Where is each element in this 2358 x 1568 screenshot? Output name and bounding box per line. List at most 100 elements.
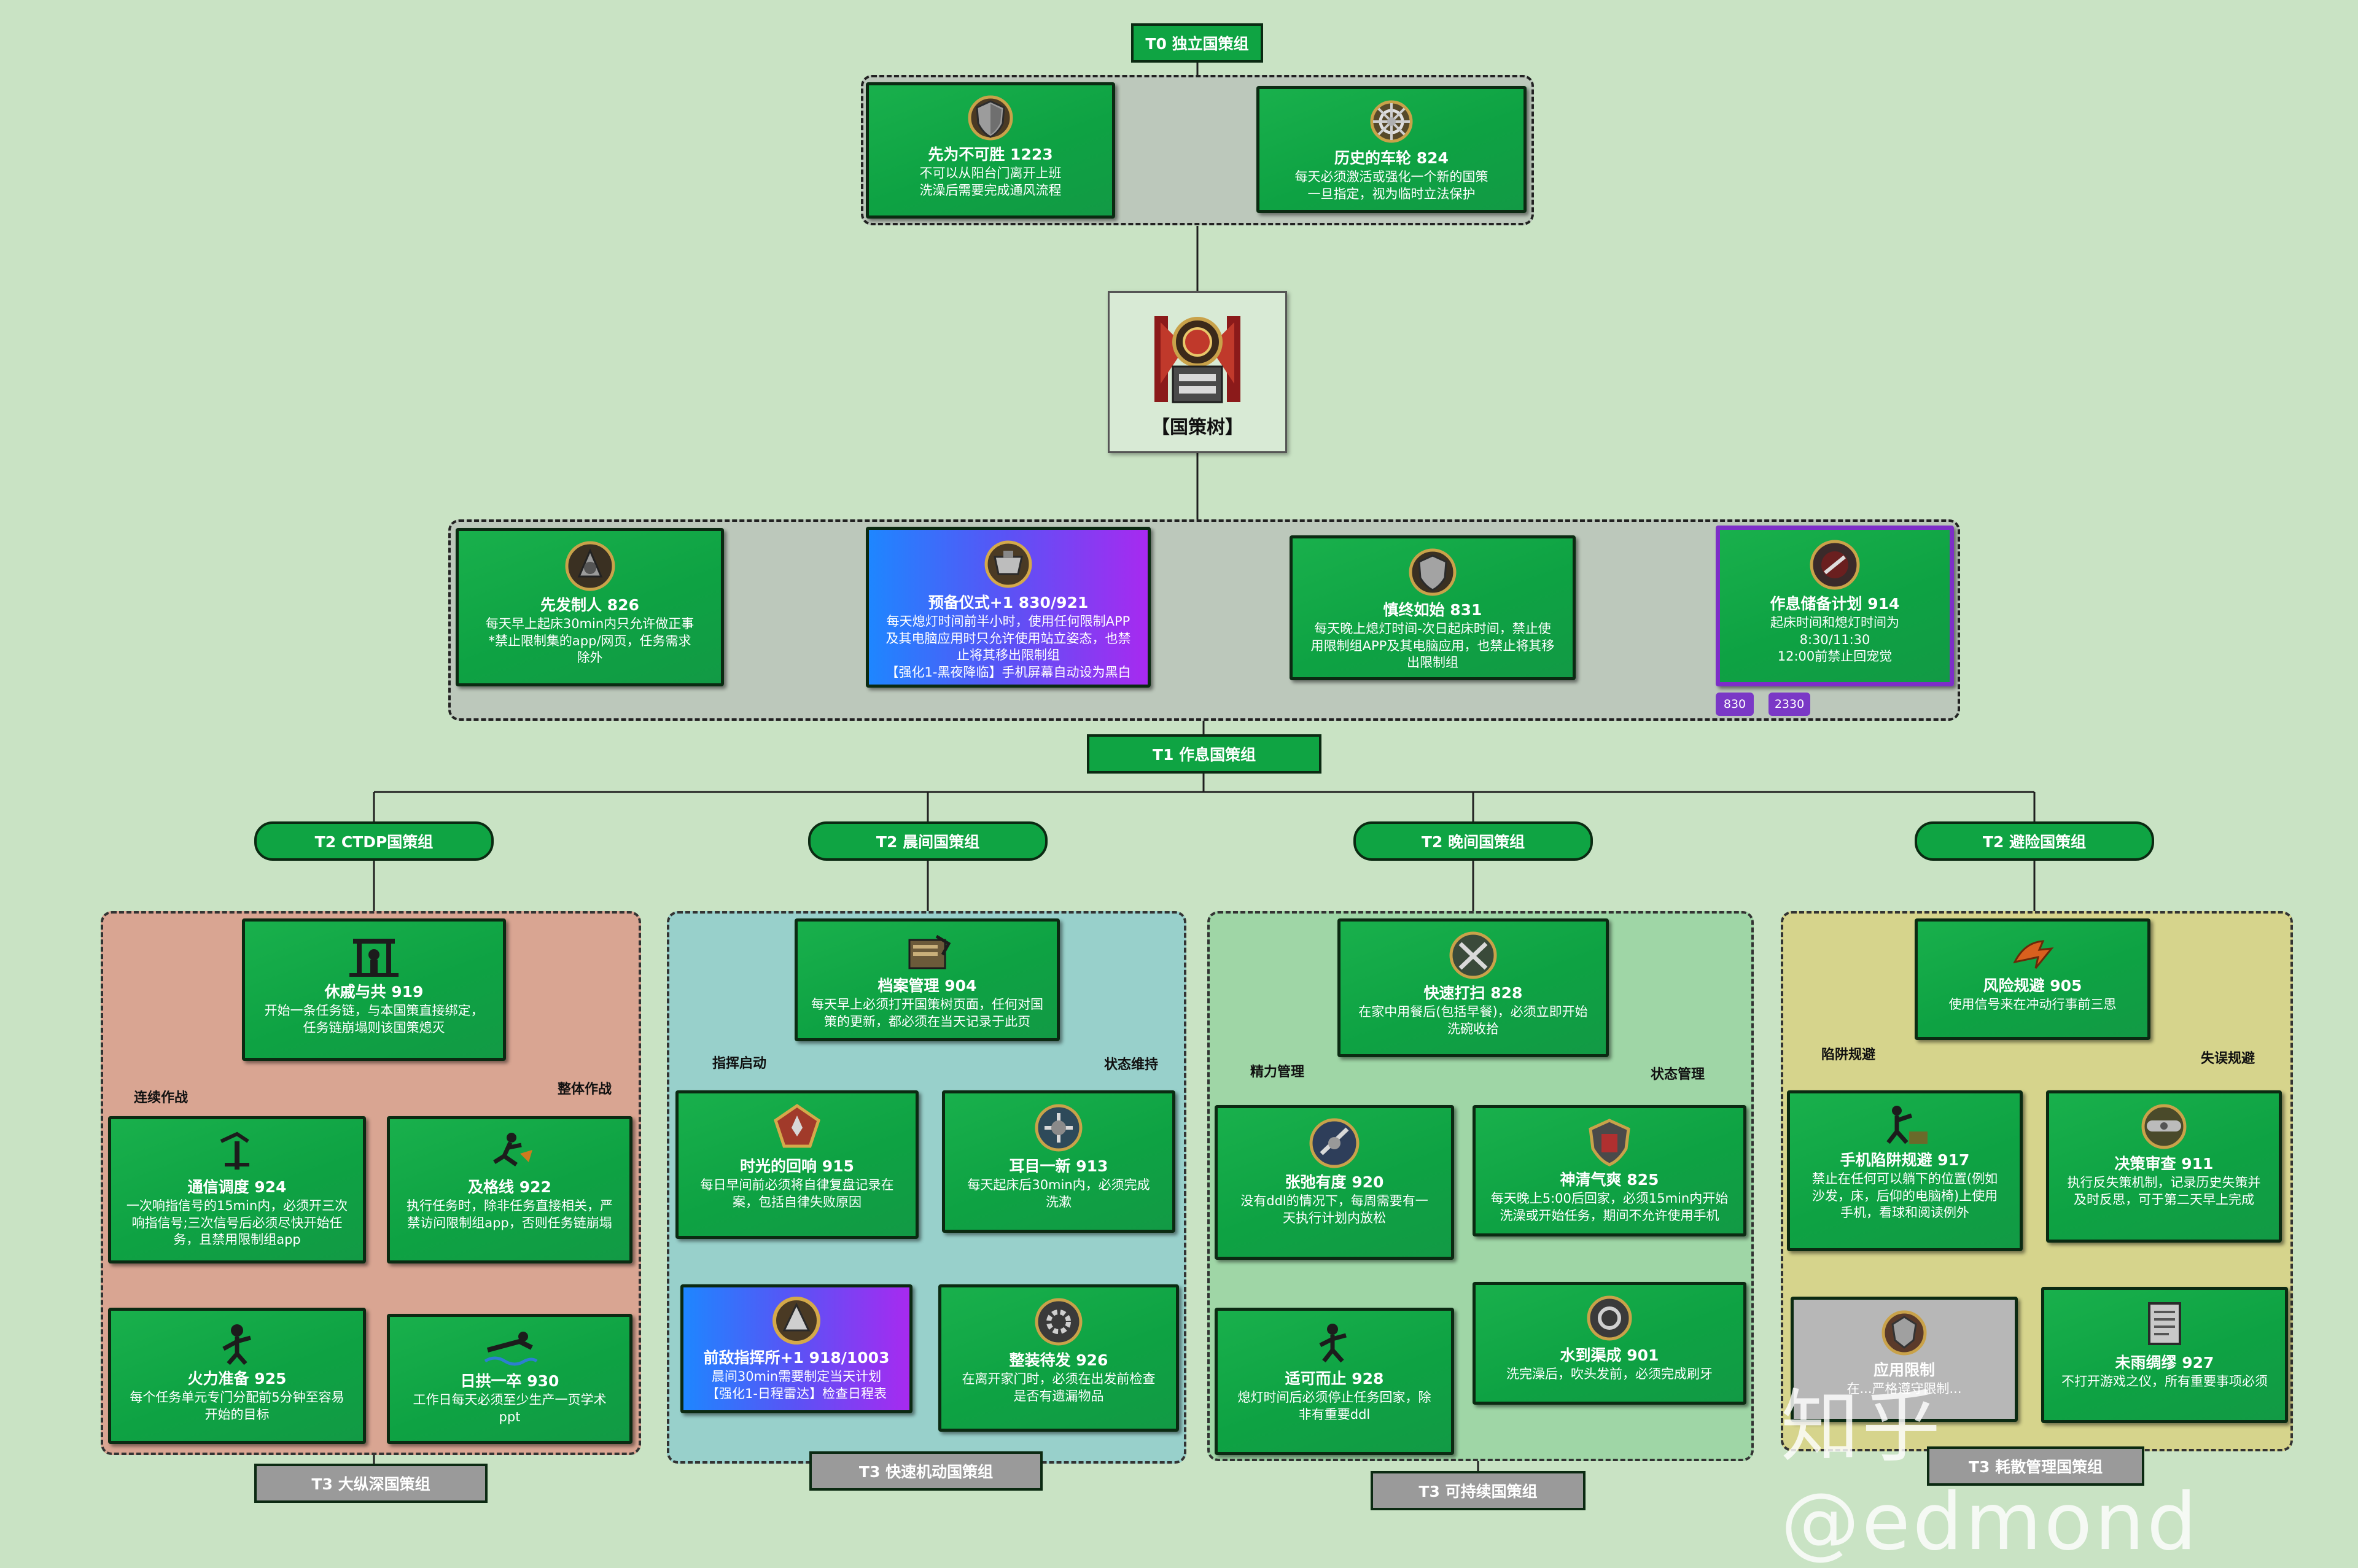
swimmer-icon bbox=[390, 1325, 629, 1368]
focus-title: 先发制人 826 bbox=[540, 596, 639, 614]
focus-morning-2[interactable]: 耳目一新 913 每天起床后30min内，必须完成 洗漱 bbox=[942, 1090, 1175, 1233]
focus-desc: 晨间30min需要制定当天计划 【强化1-日程雷达】检查日程表 bbox=[706, 1369, 887, 1401]
focus-t1-0[interactable]: 先发制人 826 每天早上起床30min内只允许做正事 *禁止限制集的app/网… bbox=[456, 528, 724, 686]
focus-risk-2[interactable]: 决策审查 911 执行反失策机制，记录历史失策并 及时反思，可于第二天早上完成 bbox=[2046, 1090, 2282, 1243]
t1-group-label[interactable]: T1 作息国策组 bbox=[1087, 734, 1321, 774]
focus-t0-0[interactable]: 先为不可胜 1223 不可以从阳台门离开上班 洗澡后需要完成通风流程 bbox=[866, 82, 1115, 219]
fresh-icon bbox=[1476, 1117, 1743, 1167]
focus-desc: 每天早上起床30min内只允许做正事 *禁止限制集的app/网页，任务需求 除外 bbox=[485, 616, 695, 666]
gallows-icon bbox=[245, 930, 503, 979]
t3-label-ctdp[interactable]: T3 大纵深国策组 bbox=[254, 1464, 488, 1503]
focus-evening-2[interactable]: 神清气爽 825 每天晚上5:00后回家，必须15min内开始 洗澡或开始任务，… bbox=[1473, 1105, 1746, 1236]
focus-title: 档案管理 904 bbox=[877, 977, 977, 995]
icon-svg bbox=[968, 95, 1013, 141]
focus-title: 预备仪式+1 830/921 bbox=[928, 594, 1089, 611]
focus-evening-top[interactable]: 快速打扫 828 在家中用餐后(包括早餐)，必须立即开始 洗碗收拾 bbox=[1337, 918, 1609, 1057]
focus-desc: 执行任务时，除非任务直接相关，严 禁访问限制组app，否则任务链崩塌 bbox=[407, 1198, 613, 1230]
icon-svg bbox=[222, 1324, 251, 1365]
focus-risk-top[interactable]: 风险规避 905 使用信号来在冲动行事前三思 bbox=[1915, 918, 2150, 1040]
risk-icon bbox=[1918, 930, 2147, 973]
focus-tree-root: 【国策树】 bbox=[1108, 291, 1287, 453]
t3-label-risk[interactable]: T3 耗散管理国策组 bbox=[1927, 1446, 2144, 1486]
focus-desc: 在...严格遵守限制... bbox=[1846, 1381, 1962, 1396]
soldier-icon bbox=[111, 1319, 363, 1366]
water-icon bbox=[1476, 1294, 1743, 1343]
focus-ctdp-4[interactable]: 日拱一卒 930 工作日每天必须至少生产一页学术 ppt bbox=[387, 1314, 632, 1444]
icon-svg bbox=[565, 541, 615, 591]
emblem-icon bbox=[1110, 310, 1285, 408]
focus-morning-4[interactable]: 整装待发 926 在离开家门时，必须在出发前检查 是否有遗漏物品 bbox=[938, 1284, 1179, 1432]
shield-icon bbox=[1293, 547, 1573, 597]
focus-desc: 一次响指信号的15min内，必须开三次 响指信号;三次信号后必须尽快开始任 务，… bbox=[126, 1198, 348, 1248]
tag-2330: 2330 bbox=[1768, 693, 1810, 716]
document-icon bbox=[2044, 1298, 2285, 1350]
focus-title: 休戚与共 919 bbox=[324, 983, 424, 1001]
focus-title: 通信调度 924 bbox=[187, 1178, 287, 1196]
focus-desc: 每个任务单元专门分配前5分钟至容易 开始的目标 bbox=[130, 1390, 344, 1422]
branch-label: 陷阱规避 bbox=[1821, 1047, 1876, 1063]
t3-label-evening[interactable]: T3 可持续国策组 bbox=[1371, 1471, 1586, 1510]
focus-tree-canvas: T0 独立国策组 先为不可胜 1223 不可以从阳台门离开上班 洗澡后需要完成通… bbox=[101, 23, 2293, 1568]
branch-label: 指挥启动 bbox=[712, 1056, 767, 1071]
focus-ctdp-2[interactable]: 及格线 922 执行任务时，除非任务直接相关，严 禁访问限制组app，否则任务链… bbox=[387, 1116, 632, 1263]
focus-title: 应用限制 bbox=[1873, 1361, 1935, 1379]
focus-ctdp-top[interactable]: 休戚与共 919 开始一条任务链，与本国策直接绑定， 任务链崩塌则该国策熄灭 bbox=[242, 918, 506, 1061]
icon-svg bbox=[1886, 1106, 1928, 1144]
branch-label: 整体作战 bbox=[558, 1082, 612, 1097]
icon-svg bbox=[1309, 1118, 1360, 1168]
focus-t1-1[interactable]: 预备仪式+1 830/921 每天熄灯时间前半小时，使用任何限制APP 及其电脑… bbox=[866, 527, 1151, 688]
icon-svg bbox=[1881, 1310, 1927, 1356]
t3-label-morning[interactable]: T3 快速机动国策组 bbox=[809, 1451, 1043, 1491]
focus-morning-1[interactable]: 时光的回响 915 每日早间前必须将自律复盘记录在 案，包括自律失败原因 bbox=[675, 1090, 919, 1239]
focus-ctdp-1[interactable]: 通信调度 924 一次响指信号的15min内，必须开三次 响指信号;三次信号后必… bbox=[108, 1116, 366, 1263]
icon-svg bbox=[772, 1297, 820, 1345]
focus-t1-2[interactable]: 慎终如始 831 每天晚上熄灯时间-次日起床时间，禁止使 用限制组APP及其电脑… bbox=[1290, 535, 1576, 680]
focus-risk-3[interactable]: 应用限制 在...严格遵守限制... bbox=[1791, 1297, 2018, 1422]
focus-desc: 每天晚上熄灯时间-次日起床时间，禁止使 用限制组APP及其电脑应用，也禁止将其移… bbox=[1310, 621, 1555, 670]
t2-label-risk[interactable]: T2 避险国策组 bbox=[1915, 821, 2154, 861]
medal-icon bbox=[679, 1102, 916, 1154]
focus-risk-1[interactable]: 手机陷阱规避 917 禁止在任何可以躺下的位置(例如 沙发，床，后仰的电脑椅)上… bbox=[1787, 1090, 2023, 1251]
focus-evening-4[interactable]: 水到渠成 901 洗完澡后，吹头发前，必须完成刷牙 bbox=[1473, 1282, 1746, 1405]
focus-morning-3[interactable]: 前敌指挥所+1 918/1003 晨间30min需要制定当天计划 【强化1-日程… bbox=[680, 1284, 912, 1413]
focus-desc: 每日早间前必须将自律复盘记录在 案，包括自律失败原因 bbox=[700, 1178, 894, 1209]
focus-morning-top[interactable]: 档案管理 904 每天早上必须打开国策树页面，任何对国 策的更新，都必须在当天记… bbox=[795, 918, 1060, 1041]
focus-ctdp-3[interactable]: 火力准备 925 每个任务单元专门分配前5分钟至容易 开始的目标 bbox=[108, 1308, 366, 1444]
focus-t1-3[interactable]: 作息储备计划 914 起床时间和熄灯时间为 8:30/11:30 12:00前禁… bbox=[1716, 526, 1954, 686]
focus-title: 火力准备 925 bbox=[187, 1370, 287, 1388]
focus-title: 日拱一卒 930 bbox=[460, 1372, 559, 1390]
focus-t0-1[interactable]: 历史的车轮 824 每天必须激活或强化一个新的国策 一旦指定，视为临时立法保护 bbox=[1256, 86, 1527, 213]
focus-title: 水到渠成 901 bbox=[1560, 1346, 1659, 1364]
focus-title: 整装待发 926 bbox=[1009, 1351, 1108, 1369]
focus-desc: 每天熄灯时间前半小时，使用任何限制APP 及其电脑应用时只允许使用站立姿态，也禁… bbox=[885, 614, 1131, 680]
t0-group-label[interactable]: T0 独立国策组 bbox=[1131, 23, 1263, 63]
focus-title: 适可而止 928 bbox=[1285, 1370, 1384, 1388]
shield-icon bbox=[869, 94, 1112, 142]
t2-label-ctdp[interactable]: T2 CTDP国策组 bbox=[254, 821, 494, 861]
badge-icon bbox=[945, 1102, 1172, 1154]
focus-risk-4[interactable]: 未雨绸缪 927 不打开游戏之仪，所有重要事项必须 bbox=[2041, 1287, 2288, 1423]
focus-desc: 每天晚上5:00后回家，必须15min内开始 洗澡或开始任务，期间不允许使用手机 bbox=[1490, 1191, 1729, 1223]
focus-desc: 洗完澡后，吹头发前，必须完成刷牙 bbox=[1506, 1367, 1713, 1381]
icon-svg bbox=[1370, 100, 1413, 143]
focus-title: 先为不可胜 1223 bbox=[928, 146, 1053, 163]
focus-evening-1[interactable]: 张弛有度 920 没有ddl的情况下，每周需要有一 天执行计划内放松 bbox=[1215, 1105, 1454, 1260]
icon-svg bbox=[1035, 1104, 1083, 1152]
focus-desc: 禁止在任何可以躺下的位置(例如 沙发，床，后仰的电脑椅)上使用 手机，看球和阅读… bbox=[1811, 1171, 1998, 1221]
icon-svg bbox=[1409, 548, 1457, 596]
icon-svg bbox=[1035, 1298, 1083, 1346]
icon-svg bbox=[774, 1103, 820, 1148]
t2-label-morning[interactable]: T2 晨间国策组 bbox=[808, 821, 1048, 861]
root-title: 【国策树】 bbox=[1151, 417, 1243, 438]
focus-desc: 使用信号来在冲动行事前三思 bbox=[1948, 997, 2117, 1012]
focus-title: 决策审查 911 bbox=[2114, 1155, 2214, 1173]
focus-title: 前敌指挥所+1 918/1003 bbox=[703, 1349, 890, 1367]
trap-icon bbox=[1790, 1102, 2020, 1147]
focus-title: 作息储备计划 914 bbox=[1770, 595, 1900, 613]
command-icon bbox=[683, 1296, 909, 1345]
signal-icon bbox=[111, 1128, 363, 1174]
focus-evening-3[interactable]: 适可而止 928 熄灯时间后必须停止任务回家，除 非有重要ddl bbox=[1215, 1308, 1454, 1455]
icon-svg bbox=[1810, 540, 1860, 590]
t2-label-evening[interactable]: T2 晚间国策组 bbox=[1353, 821, 1593, 861]
archive-icon bbox=[798, 930, 1057, 973]
